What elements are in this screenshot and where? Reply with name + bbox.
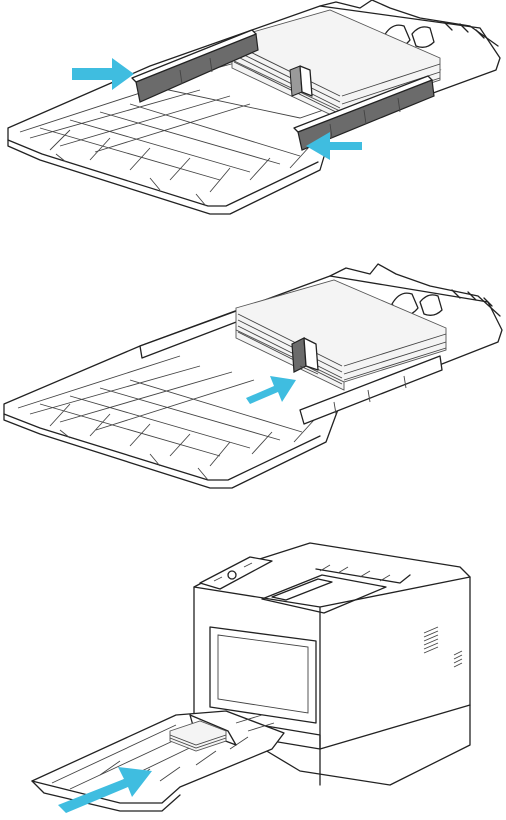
tray-length-guide-drawing	[0, 262, 506, 492]
length-guide	[292, 338, 318, 374]
paper-tray	[32, 711, 284, 811]
length-guide	[290, 66, 312, 96]
printer-with-tray-drawing	[0, 535, 506, 820]
paper-tray	[4, 264, 502, 488]
step-2-length-guide-illustration	[0, 262, 506, 492]
tray-width-guides-drawing	[0, 0, 506, 225]
step-1-width-guides-illustration	[0, 0, 506, 225]
step-3-insert-tray-illustration	[0, 535, 506, 820]
